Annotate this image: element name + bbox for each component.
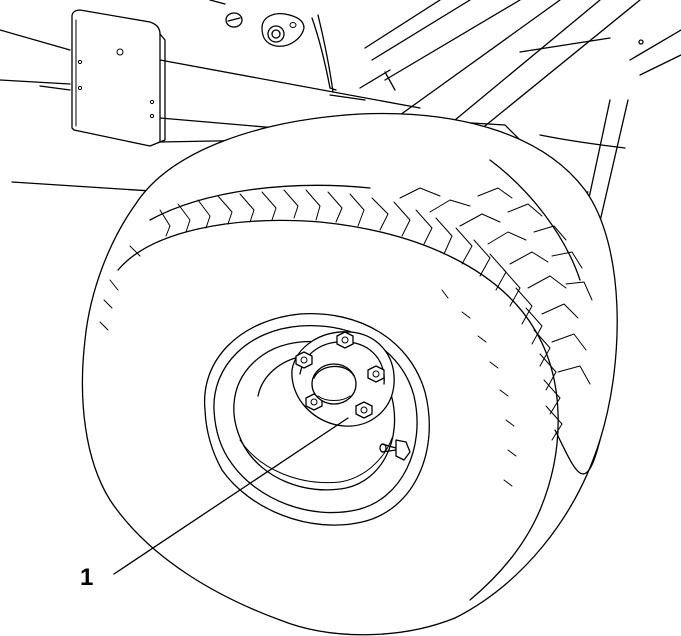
mounting-bracket-plate: [71, 9, 166, 147]
valve-stem: [379, 439, 411, 461]
callout-leader-line: [113, 417, 349, 575]
lug-nut: [367, 365, 385, 383]
lug-nut: [355, 401, 373, 419]
lug-nut: [336, 331, 354, 349]
pin-hardware: [225, 12, 305, 47]
callout-number-1: 1: [80, 564, 94, 591]
hub-cap: [311, 363, 357, 405]
lug-nut: [295, 351, 313, 369]
tire-tread-pattern: [99, 187, 593, 487]
